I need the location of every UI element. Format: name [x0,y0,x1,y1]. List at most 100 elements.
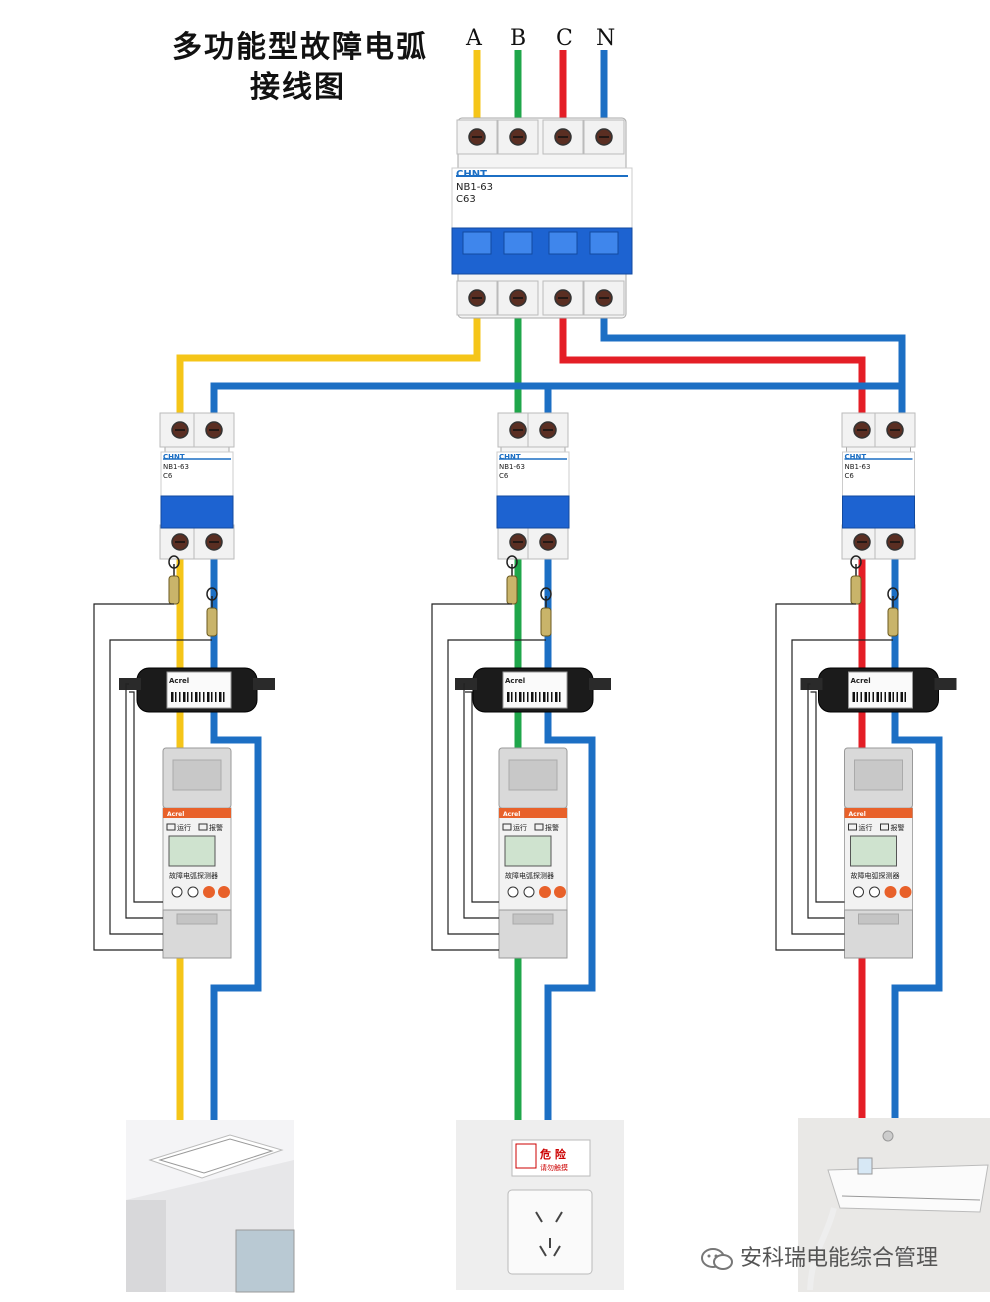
branch-2-signal-wire-1 [431,603,512,951]
branch-3-signal-wire-2 [791,639,893,935]
branch-1-detector-run-label: 运行 [177,823,191,832]
main-breaker-brand: CHNT [456,169,487,180]
branch-2-neutral-lug-ring [540,587,552,601]
branch-3-breaker-rating: C6 [845,472,855,480]
branch-3-line-lug-ring [850,555,862,569]
branch-3-breaker-toggle-bar [842,495,915,529]
branch-2-neutral-lug [540,607,552,637]
branch-1-ct-ear-right [253,678,275,690]
ac-louver [841,1195,981,1201]
branch-2-line-lug-ring [506,555,518,569]
branch-1-detector-enter-button [187,886,199,898]
branch-3-detector-brand: Acrel [849,811,866,818]
branch-1-breaker-toggle-bar [160,495,234,529]
branch-1-neutral-lug-ring [206,587,218,601]
branch-3-detector-down-button [899,886,912,898]
phase-label-a: A [466,26,482,51]
branch-2-detector-up-button [539,886,551,898]
branch-2-detector-brand: Acrel [503,811,520,818]
branch-1-detector-alarm-label: 报警 [209,823,223,832]
warning-hand-icon [515,1143,537,1169]
branch-3-breaker-bottom-terminal-2-housing [874,524,916,560]
wall-socket-warning-subtitle: 请勿触摸 [540,1163,568,1172]
main-breaker-toggle-2 [503,231,533,255]
main-breaker-toggle-3 [548,231,578,255]
watermark-text: 安科瑞电能综合管理 [740,1246,939,1271]
phase-label-c: C [556,26,573,51]
branch-3-neutral-lug-ring [887,587,899,601]
load-ceiling-light [126,1120,295,1293]
branch-2-ct-ear-right [589,678,611,690]
branch-1-signal-wire-3 [125,683,163,919]
branch-2-breaker-model: NB1-63 [499,463,525,471]
branch-1-line-lug-ring [168,555,180,569]
branch-2-signal-wire-3 [463,683,499,919]
branch-2-signal-wire-2 [447,639,546,935]
branch-1-ct-brand: Acrel [169,677,189,685]
ac-indoor-unit [827,1164,989,1213]
branch-3-detector-enter-button [869,886,880,898]
branch-3-breaker-model: NB1-63 [845,463,871,471]
branch-2-detector-brand-strip [499,808,567,818]
branch-2-line-lug [506,575,518,605]
branch-1-signal-wire-4 [129,691,163,903]
branch-1-detector-name: 故障电弧探测器 [169,871,218,880]
branch-1-neutral-lug [206,607,218,637]
feed-wire-a [176,318,481,420]
wechat-icon [701,1248,733,1270]
ceiling-light-window [235,1229,295,1293]
branch-3-breaker-brand: CHNT [845,453,867,461]
socket-slot-1 [535,1211,543,1223]
branch-1-detector-down-button [218,886,230,898]
diagram-title-line1: 多功能型故障电弧 [172,30,428,65]
branch-2-detector-down-button [554,886,566,898]
wall-socket-warning-title: 危 险 [539,1147,567,1161]
ceiling-light-curtain [126,1200,166,1292]
watermark: 安科瑞电能综合管理 [700,1240,938,1272]
main-breaker-toggle-1 [462,231,492,255]
branch-2-ct-ear-left [455,678,477,690]
socket-slot-4 [553,1245,561,1257]
branch-3-signal-wire-1 [775,603,856,951]
branch-3-detector-set-button [853,886,864,898]
ac-pipe [807,1207,837,1291]
branch-2-signal-wire-4 [465,691,499,903]
branch-3-signal-wire-3 [807,683,845,919]
feed-wire-c [559,318,866,420]
branch-3-detector-up-button [884,886,897,898]
socket-slot-3 [539,1245,547,1257]
branch-3-ct-ear-right [934,678,957,690]
branch-3-detector-run-label: 运行 [859,823,873,832]
branch-1-signal-wire-2 [109,639,212,935]
branch-3-detector-alarm-label: 报警 [891,823,905,832]
branch-1-module: CHNTNB1-63C6AcrelAcrel运行报警故障电弧探测器 [119,412,275,959]
ac-ceiling-detector [882,1130,894,1142]
branch-3-detector-lcd [850,835,897,867]
socket-slot-2 [555,1211,563,1223]
branch-3-ct-brand: Acrel [851,677,871,685]
main-breaker-rating: C63 [456,194,476,205]
feed-wire-n-main [600,318,906,420]
branch-1-detector-up-button [203,886,215,898]
branch-1-breaker-top-terminal-2-housing [193,412,235,448]
phase-label-n: N [596,26,616,51]
branch-2-breaker-toggle-bar [496,495,570,529]
branch-1-breaker-rating: C6 [163,472,173,480]
main-breaker-label-panel [451,167,633,229]
feed-wire-n-bus [210,382,902,420]
branch-1-signal-wire-1 [93,603,174,951]
branch-2-detector-name: 故障电弧探测器 [505,871,554,880]
diagram-title-line2: 接线图 [250,70,346,105]
branch-3-neutral-lug [887,607,899,637]
branch-2-detector-enter-button [523,886,535,898]
main-breaker-model: NB1-63 [456,182,493,193]
branch-3-signal-wire-4 [810,691,845,903]
branch-3-module: CHNTNB1-63C6AcrelAcrel运行报警故障电弧探测器 [800,412,957,959]
phase-label-b: B [510,26,527,51]
branch-3-line-lug [850,575,862,605]
branch-1-line-lug [168,575,180,605]
branch-2-breaker-rating: C6 [499,472,509,480]
